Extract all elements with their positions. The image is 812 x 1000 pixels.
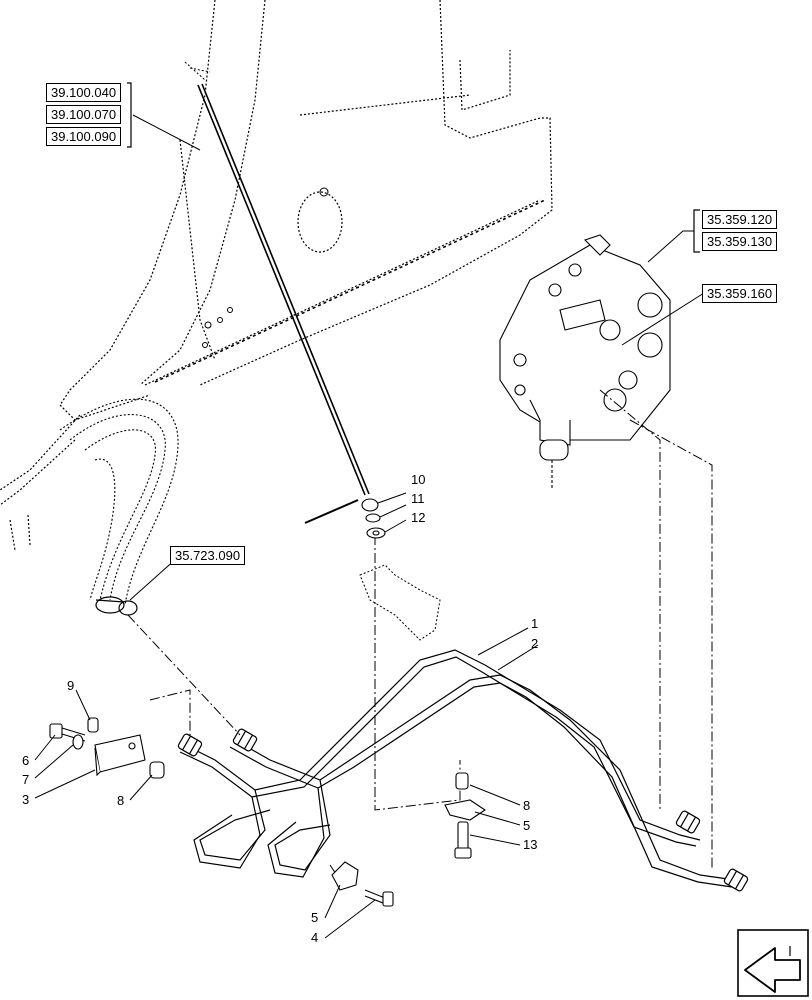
ref-hose[interactable]: 35.723.090 — [170, 546, 246, 565]
bracket-line — [304, 499, 359, 524]
callout-8-right: 8 — [523, 798, 530, 813]
clip-5b — [444, 799, 486, 821]
spacer-8b — [455, 772, 469, 790]
tube-fittings — [177, 728, 749, 892]
ref-valve-1[interactable]: 35.359.120 — [702, 210, 778, 229]
callout-11: 11 — [411, 491, 425, 506]
washer-7 — [72, 734, 84, 750]
bolt-4 — [364, 889, 394, 907]
boom-holes — [202, 187, 329, 348]
callout-3: 3 — [22, 792, 29, 807]
valve-ref-bracket — [693, 209, 700, 253]
rigid-tube-2 — [229, 674, 736, 888]
hardware-10-12 — [361, 498, 386, 539]
boom-frame — [0, 0, 553, 551]
callout-2: 2 — [531, 636, 538, 651]
callout-7: 7 — [22, 772, 29, 787]
frame-ref-bracket — [127, 82, 132, 148]
hydraulic-hose — [59, 398, 179, 606]
ref-frame-3[interactable]: 39.100.090 — [46, 127, 122, 146]
previous-page-arrow-icon[interactable] — [737, 929, 809, 997]
hash-mark — [184, 61, 211, 81]
clamp-plate-3 — [94, 734, 146, 777]
callout-5-right: 5 — [523, 818, 530, 833]
callout-numbers: 1 2 3 4 5 5 6 7 8 8 9 10 11 12 13 — [22, 472, 538, 945]
callout-8-left: 8 — [117, 793, 124, 808]
callout-9: 9 — [67, 678, 74, 693]
callout-1: 1 — [531, 616, 538, 631]
leader-lines — [34, 114, 705, 939]
ref-valve-port[interactable]: 35.359.160 — [702, 284, 778, 303]
spacer-8 — [149, 761, 165, 779]
ref-frame-2[interactable]: 39.100.070 — [46, 105, 122, 124]
bracket-plate — [359, 564, 441, 641]
bolt-13 — [454, 821, 472, 859]
boom-lower-dash — [154, 199, 546, 383]
ref-valve-2[interactable]: 35.359.130 — [702, 232, 778, 251]
ref-frame-1[interactable]: 39.100.040 — [46, 83, 122, 102]
callout-13: 13 — [523, 837, 537, 852]
tie-rod — [197, 83, 370, 496]
callout-5-bottom: 5 — [311, 910, 318, 925]
callout-6: 6 — [22, 753, 29, 768]
callout-4: 4 — [311, 930, 318, 945]
bolt-6 — [49, 723, 86, 742]
control-valve — [499, 234, 671, 488]
callout-12: 12 — [411, 510, 425, 525]
clip-5 — [331, 861, 359, 891]
nut-9 — [87, 717, 99, 733]
callout-10: 10 — [411, 472, 425, 487]
rigid-tube-1 — [179, 649, 701, 869]
